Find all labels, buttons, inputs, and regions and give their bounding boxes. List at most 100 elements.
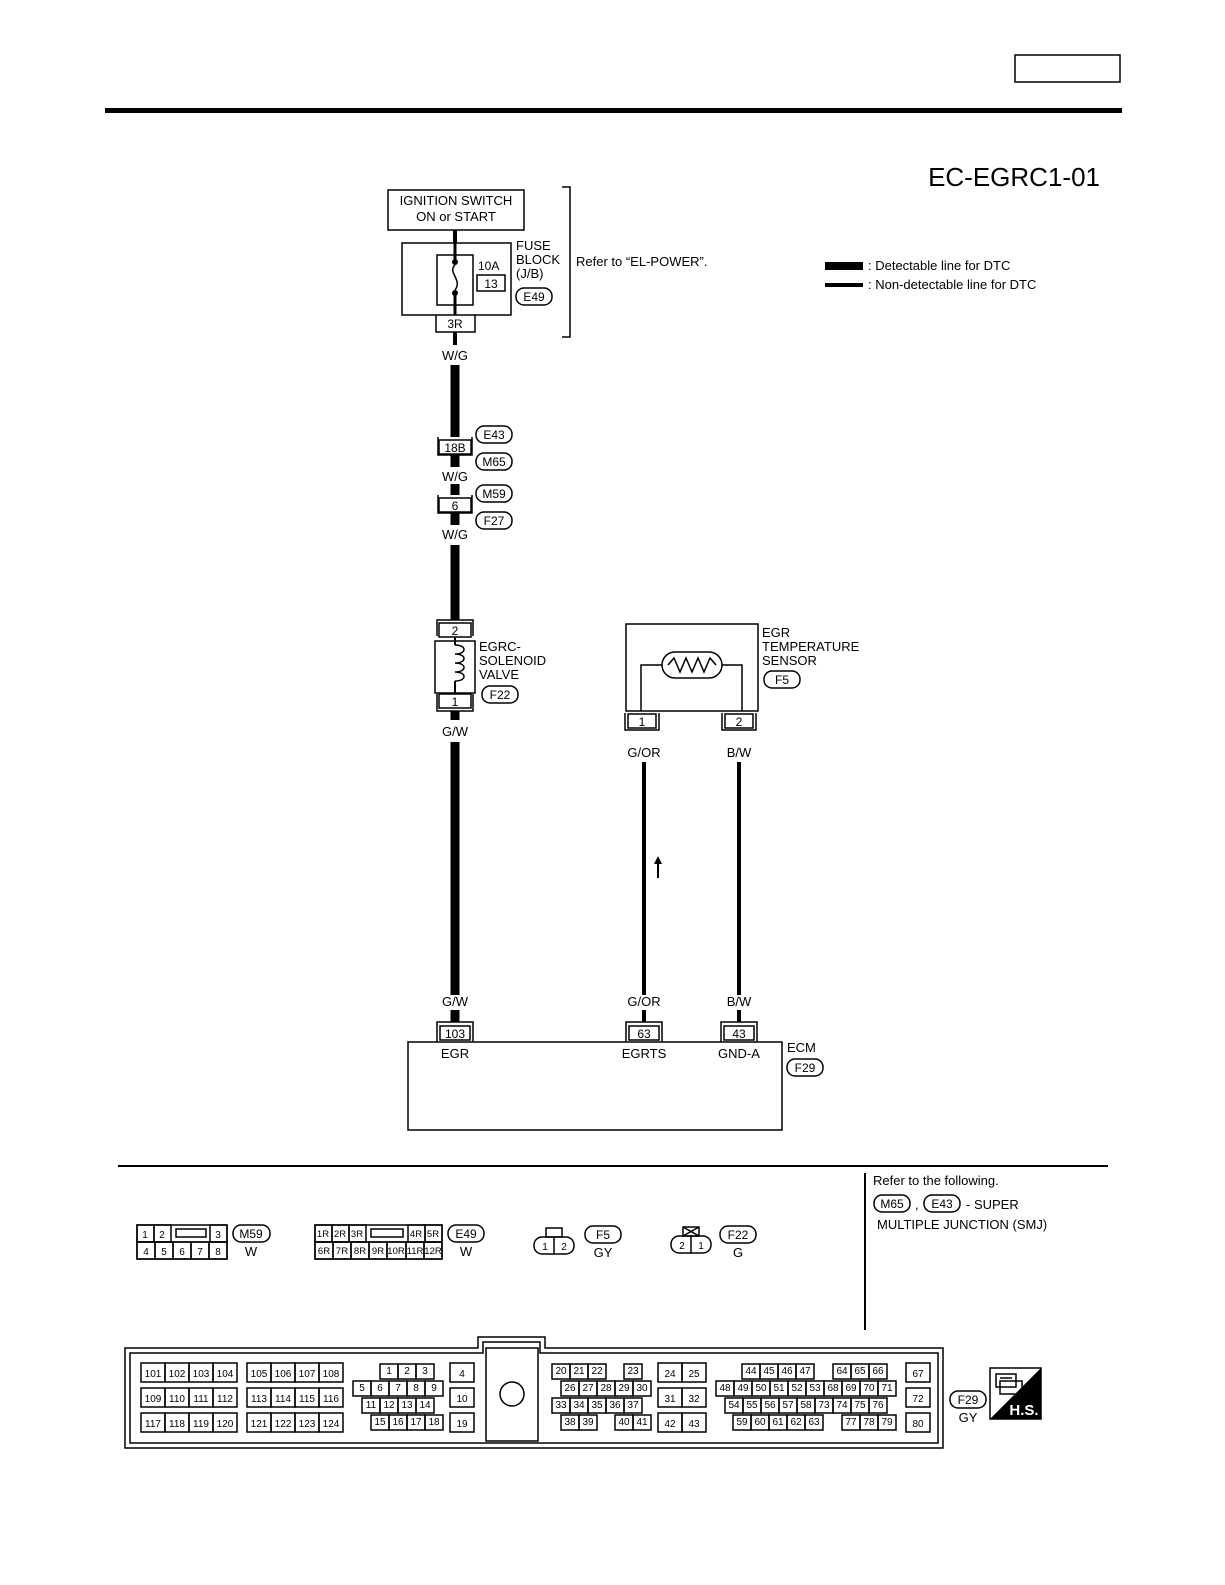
fuse-block-label-3: (J/B): [516, 266, 543, 281]
f29-pin-cell: [623, 1397, 643, 1414]
solenoid-pin-top: 2: [452, 624, 459, 638]
e49-pin: 10R: [387, 1246, 405, 1257]
f29-pin-cell: [877, 1414, 897, 1431]
f29-pin: 18: [428, 1417, 440, 1428]
ecm-pin-gnda: 43: [732, 1027, 746, 1041]
f29-name: F29: [958, 1393, 979, 1407]
f29-pin-cell: [587, 1363, 607, 1380]
signal-arrow-icon: [654, 856, 662, 878]
f29-pin: 36: [609, 1400, 621, 1411]
ecm-pin-egr: 103: [445, 1027, 465, 1041]
f29-pin-cell: [905, 1362, 931, 1383]
f29-pin: 26: [564, 1383, 576, 1394]
m59-pin: 4: [143, 1247, 149, 1258]
ecm-connector: F29: [795, 1061, 816, 1075]
ecm: 103 63 43 EGR EGRTS GND-A ECM F29: [407, 1021, 824, 1131]
f29-pin-cell: [578, 1414, 598, 1431]
wire-color-wg-2: W/G: [442, 469, 468, 484]
f29-pin: 76: [872, 1400, 884, 1411]
f29-pin: 23: [627, 1366, 639, 1377]
sensor-pin-1: 1: [639, 715, 646, 729]
f22-pin: 2: [679, 1241, 685, 1252]
f29-color: GY: [959, 1410, 978, 1425]
junction-6-connector-m59: M59: [482, 487, 506, 501]
fuse-number: 13: [484, 277, 498, 291]
f29-pin: 33: [555, 1400, 567, 1411]
refer-note-connector-e43: E43: [931, 1197, 953, 1211]
f29-pin: 110: [169, 1394, 185, 1405]
f29-pin: 44: [745, 1366, 757, 1377]
f29-pin: 51: [773, 1383, 785, 1394]
f29-pin: 79: [881, 1417, 893, 1428]
f29-pin: 32: [688, 1394, 700, 1405]
f29-pin: 11: [366, 1400, 377, 1411]
f29-pin-cell: [449, 1412, 475, 1433]
f29-pin: 75: [854, 1400, 866, 1411]
refer-note-line2: - SUPER: [966, 1197, 1019, 1212]
f29-pin-cell: [212, 1362, 238, 1383]
egr-temperature-sensor: 1 2 EGR TEMPERATURE SENSOR F5: [624, 623, 860, 731]
f29-pin: 71: [881, 1383, 893, 1394]
f29-pin: 5: [359, 1383, 365, 1394]
e49-pin: 3R: [351, 1229, 363, 1240]
f22-pin: 1: [698, 1241, 704, 1252]
legend-nondetectable-swatch: [825, 283, 863, 287]
e49-pin: 9R: [372, 1246, 384, 1257]
f29-pin-cell: [318, 1387, 344, 1408]
e49-pin: 5R: [427, 1229, 439, 1240]
f29-pin: 60: [754, 1417, 766, 1428]
wire-color-wg-3: W/G: [442, 527, 468, 542]
f29-pin: 17: [410, 1417, 422, 1428]
f29-pin-cell: [905, 1387, 931, 1408]
f29-pin: 104: [217, 1369, 234, 1380]
e49-color: W: [460, 1244, 473, 1259]
f29-pin: 54: [728, 1400, 740, 1411]
f29-pin: 73: [818, 1400, 830, 1411]
m59-pin: 2: [159, 1230, 165, 1241]
refer-note-line1: Refer to the following.: [873, 1173, 999, 1188]
e49-pin: 2R: [334, 1229, 346, 1240]
sensor-pin-2: 2: [736, 715, 743, 729]
diagram-id: EC-EGRC1-01: [928, 162, 1100, 192]
f29-pin: 116: [323, 1394, 339, 1405]
f29-pin-cell: [415, 1363, 435, 1380]
f29-pin: 108: [323, 1369, 340, 1380]
f29-pin: 9: [431, 1383, 437, 1394]
f29-pin: 78: [863, 1417, 875, 1428]
f29-pin: 19: [456, 1419, 468, 1430]
f29-pin: 63: [808, 1417, 820, 1428]
f29-pin: 41: [636, 1417, 648, 1428]
f29-pin-cell: [449, 1387, 475, 1408]
f29-pin: 121: [251, 1419, 268, 1430]
f29-pin: 53: [809, 1383, 821, 1394]
f29-pin: 105: [251, 1369, 268, 1380]
f29-pin-cell: [804, 1414, 824, 1431]
f29-pin: 47: [799, 1366, 811, 1377]
f29-pin: 65: [854, 1366, 866, 1377]
hs-badge: H.S.: [989, 1367, 1042, 1420]
f5-pin: 2: [561, 1242, 567, 1253]
f29-pin: 66: [872, 1366, 884, 1377]
f29-pin: 25: [688, 1369, 700, 1380]
junction-18b-terminal: 18B: [444, 441, 465, 455]
f29-pin: 29: [618, 1383, 630, 1394]
ignition-switch-state: ON or START: [416, 209, 496, 224]
hs-badge-label: H.S.: [1009, 1402, 1038, 1419]
f29-pin-cell: [681, 1387, 707, 1408]
m59-name: M59: [239, 1227, 263, 1241]
f29-pin: 20: [555, 1366, 567, 1377]
f5-name: F5: [596, 1228, 610, 1242]
f29-pin-cell: [212, 1412, 238, 1433]
solenoid-connector: F22: [490, 688, 511, 702]
f29-pin: 48: [719, 1383, 731, 1394]
f29-pin: 122: [275, 1419, 292, 1430]
wire-color-gw-2: G/W: [442, 994, 469, 1009]
sensor-connector: F5: [775, 673, 789, 687]
f29-pin: 14: [419, 1400, 431, 1411]
e49-pin: 8R: [354, 1246, 366, 1257]
wire-color-gw-1: G/W: [442, 724, 469, 739]
m59-pin: 3: [215, 1230, 221, 1241]
f29-pin-cell: [623, 1363, 643, 1380]
refer-note-comma: ,: [915, 1197, 919, 1212]
